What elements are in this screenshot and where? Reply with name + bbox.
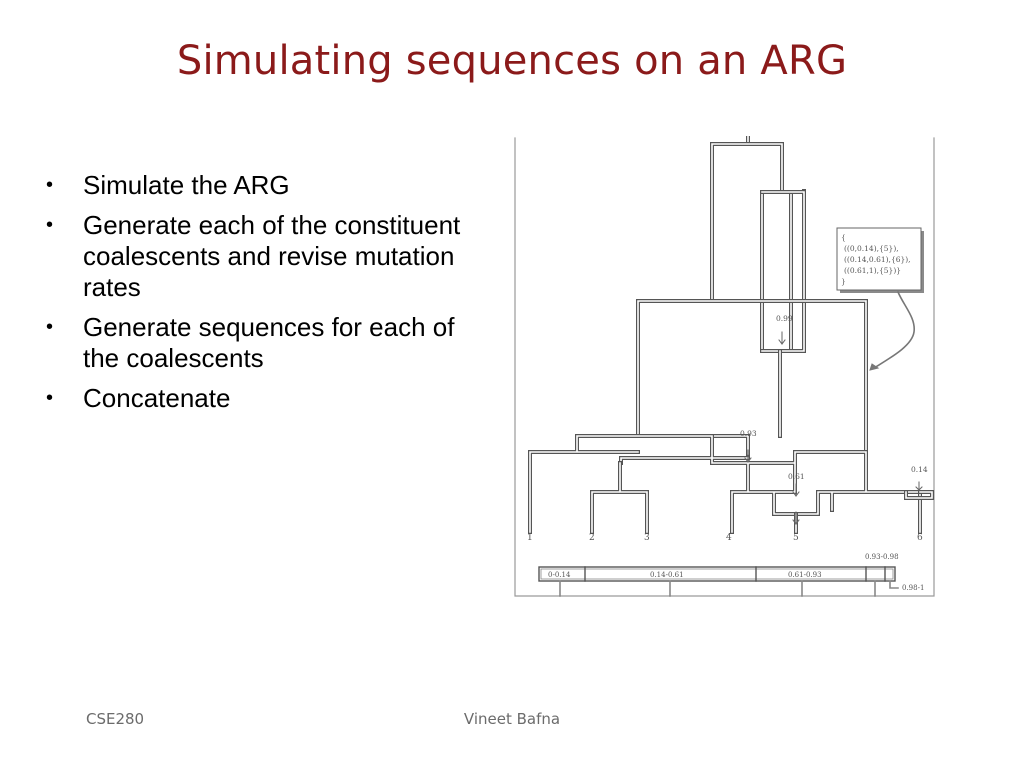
segment-label: 0-0.14 [548, 571, 571, 579]
segment-label-side: 0.98-1 [902, 584, 924, 592]
annotation-box [836, 227, 922, 291]
leaf-label: 3 [644, 533, 650, 543]
footer-author: Vineet Bafna [463, 710, 561, 728]
recomb-label: 0.14 [911, 465, 928, 474]
annotation-line: ((0.14,0.61),{6}), [844, 255, 911, 264]
bullet-list: • Simulate the ARG • Generate each of the … [46, 170, 466, 423]
annotation-line: ((0.61,1),{5})} [844, 266, 901, 275]
bullet-dot: • [46, 387, 54, 409]
segment-bar-inner [540, 568, 894, 580]
annotation-line: } [841, 277, 846, 286]
recomb-label: 0.93 [740, 429, 757, 438]
bullet-text: Simulate the ARG [83, 170, 290, 200]
annotation-connector [872, 290, 915, 370]
leaf-label: 4 [726, 533, 732, 543]
annotation-line: ((0,0.14),{5}), [844, 244, 899, 253]
recomb-arrows [744, 331, 923, 525]
bullet-item: • Concatenate [46, 383, 466, 414]
segment-dividers [584, 566, 886, 582]
arg-figure: 0.99 0.93 0.61 0.14 { ((0,0.14),{5}), ((… [512, 134, 938, 598]
bullet-dot: • [46, 214, 54, 236]
figure-frame [514, 137, 935, 597]
segment-label: 0.61-0.93 [788, 571, 822, 579]
footer-course: CSE280 [86, 710, 145, 728]
annotation-line: { [841, 233, 846, 242]
leaf-label: 1 [527, 533, 533, 543]
bullet-dot: • [46, 174, 54, 196]
segment-label: 0.14-0.61 [650, 571, 684, 579]
segment-label-top: 0.93-0.98 [865, 553, 899, 561]
leaf-label: 2 [589, 533, 595, 543]
segment-bar [538, 566, 896, 582]
annotation-arrowhead-icon [869, 363, 880, 371]
recomb-label: 0.99 [776, 314, 793, 323]
arg-edges [528, 134, 934, 534]
bullet-item: • Generate each of the constituent coales… [46, 210, 466, 303]
leaf-label: 5 [793, 533, 799, 543]
bullet-dot: • [46, 316, 54, 338]
bullet-text: Concatenate [83, 383, 231, 413]
bullet-item: • Simulate the ARG [46, 170, 466, 201]
bullet-text: Generate each of the constituent coalesc… [83, 210, 461, 302]
slide-title: Simulating sequences on an ARG [176, 38, 848, 84]
bullet-item: • Generate sequences for each of the coal… [46, 312, 466, 374]
bullet-text: Generate sequences for each of the coale… [83, 312, 455, 373]
recomb-label: 0.61 [788, 472, 805, 481]
segment-ticks [559, 580, 899, 597]
arg-diagram: 0.99 0.93 0.61 0.14 { ((0,0.14),{5}), ((… [514, 134, 935, 597]
leaf-label: 6 [917, 533, 923, 543]
